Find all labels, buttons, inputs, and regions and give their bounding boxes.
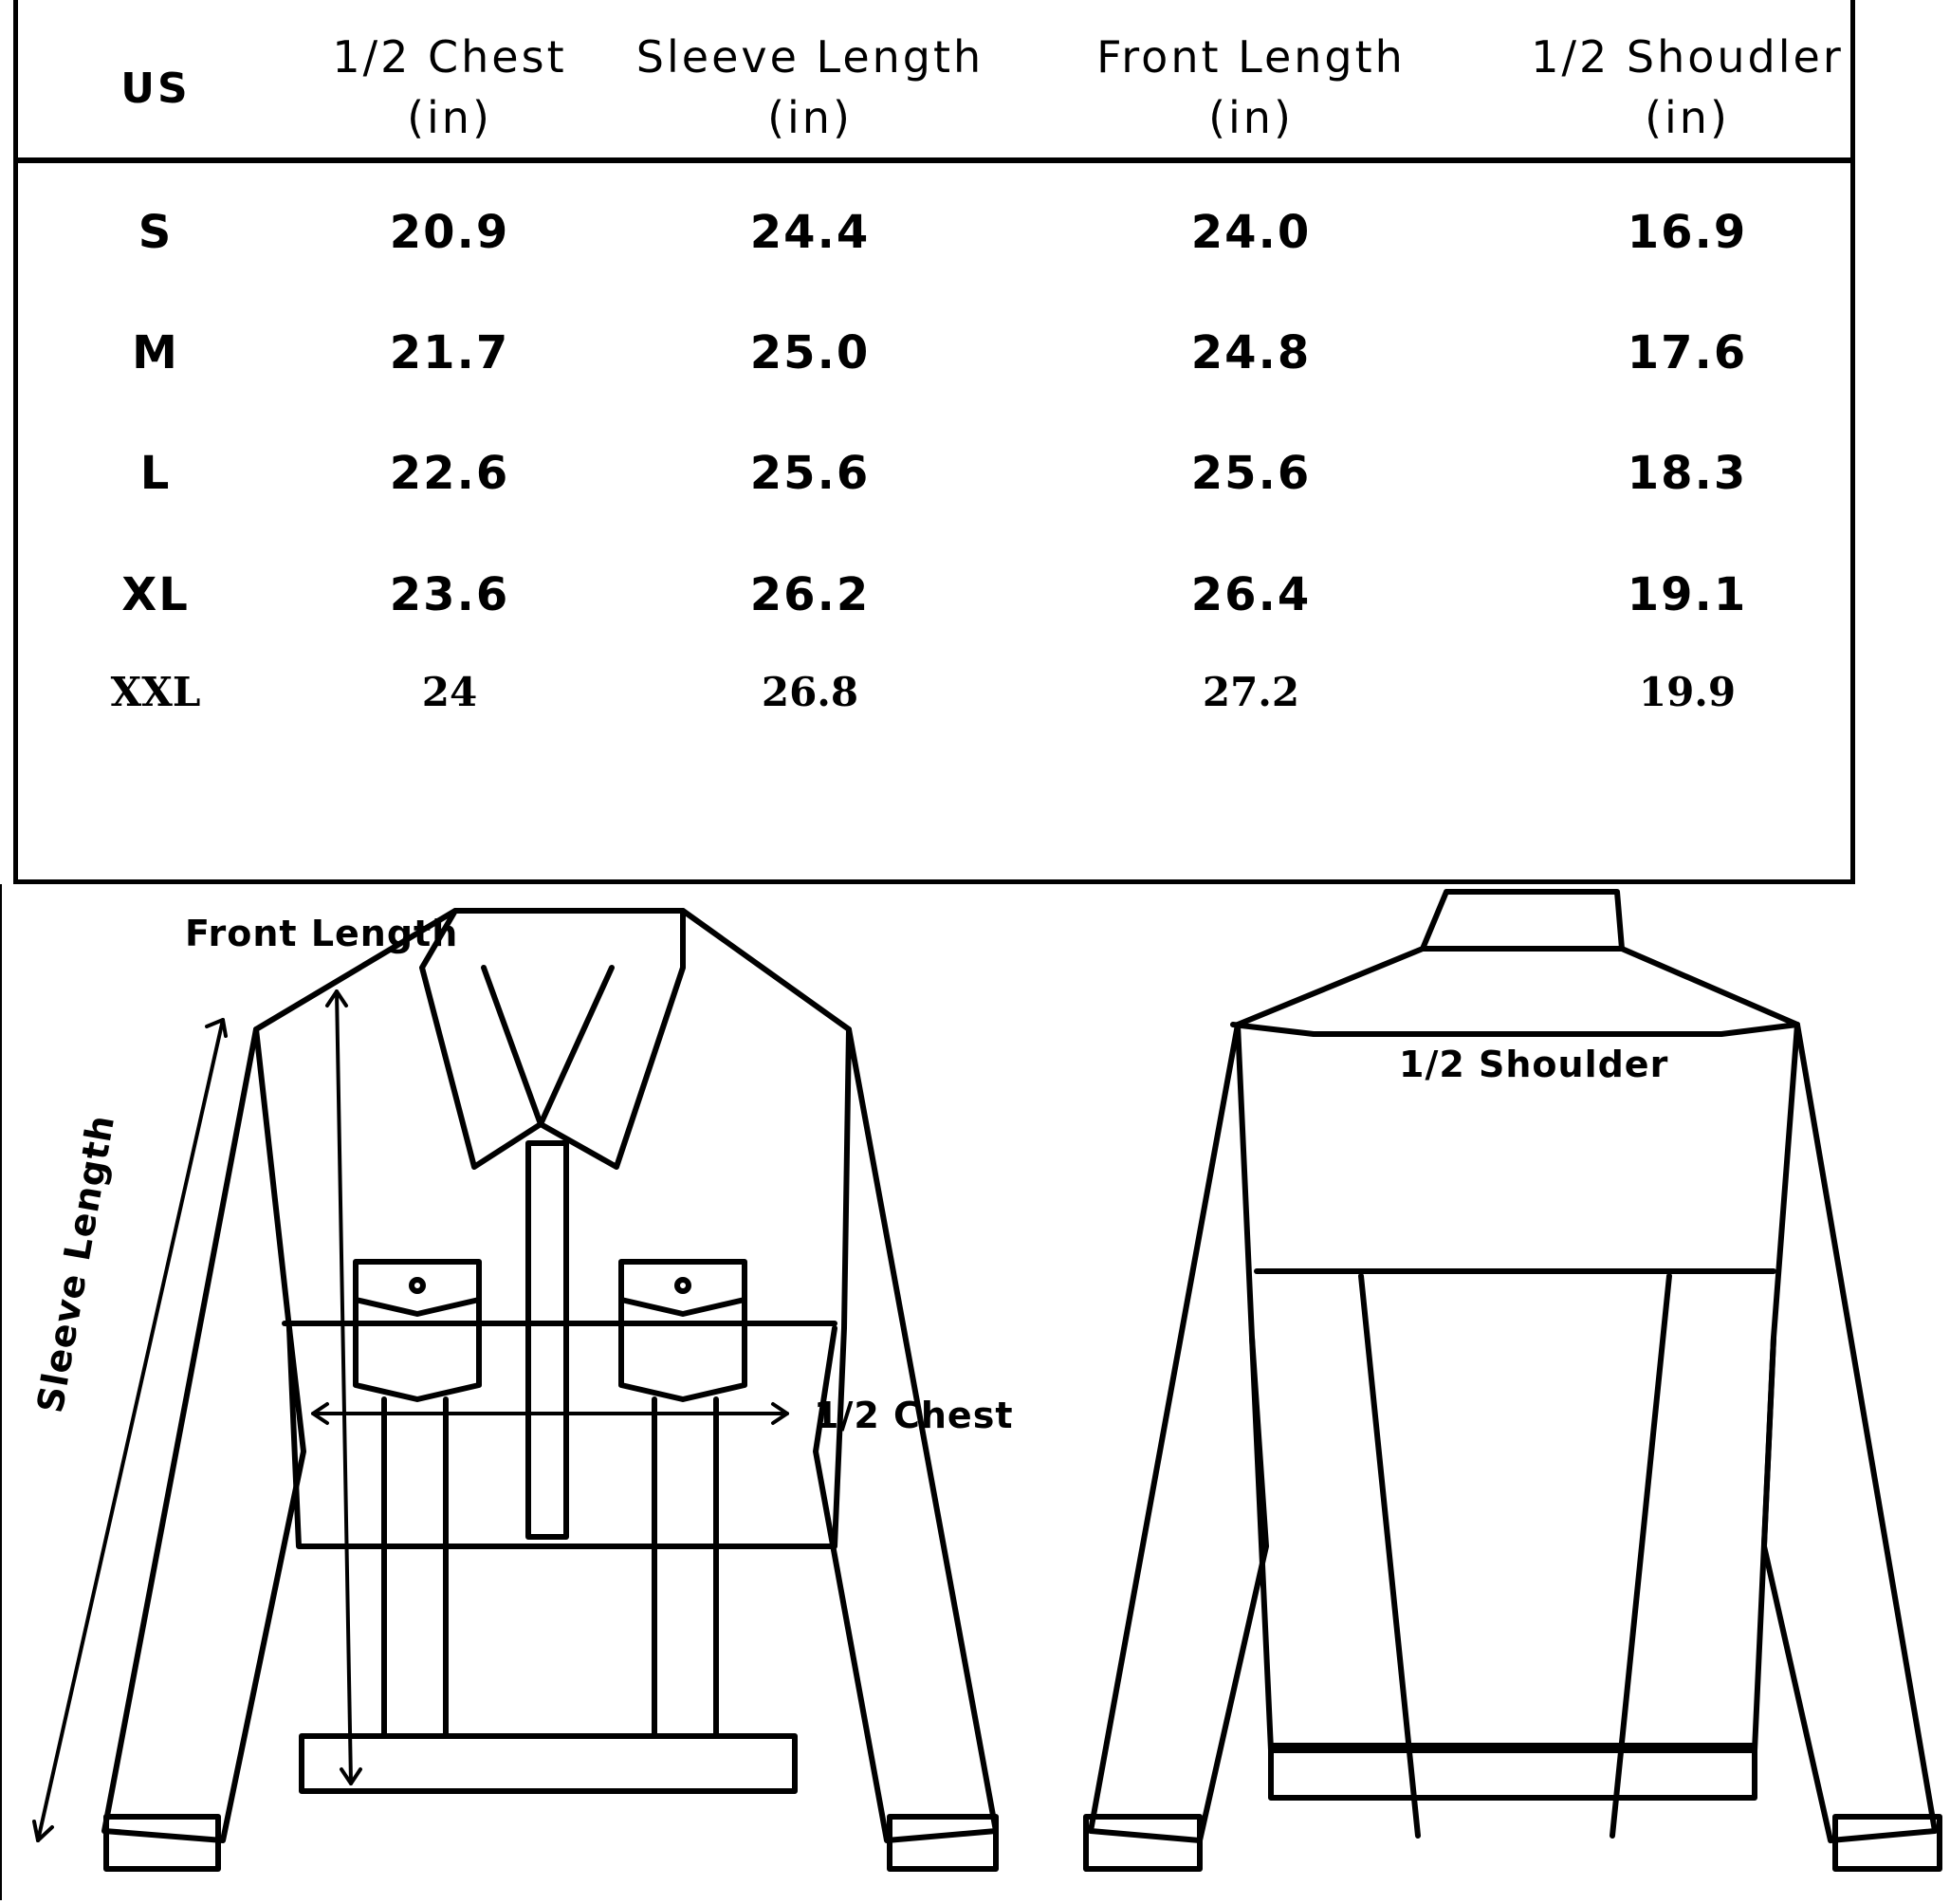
back-collar bbox=[1420, 889, 1625, 952]
shoulder-label: 1/2 Shoulder bbox=[1399, 1044, 1669, 1085]
size-cell: L bbox=[139, 447, 172, 500]
chest-label: 1/2 Chest bbox=[814, 1395, 1014, 1436]
back-center-panel-seams bbox=[1358, 1273, 1672, 1839]
sleeve-cell: 24.4 bbox=[749, 206, 871, 259]
shoulder-cell: 17.6 bbox=[1627, 326, 1748, 379]
back-left-cuff bbox=[1083, 1814, 1203, 1872]
header-sleeve-length: Sleeve Length(in) bbox=[635, 31, 984, 143]
left-sleeve-outline bbox=[101, 1026, 306, 1843]
header-half-chest: 1/2 Chest(in) bbox=[332, 31, 567, 143]
chest-cell: 23.6 bbox=[389, 568, 510, 621]
jacket-drawings bbox=[32, 889, 1942, 1872]
front-collar bbox=[419, 908, 686, 1170]
collar-v-neck bbox=[481, 965, 615, 1127]
right-cuff bbox=[887, 1814, 999, 1872]
size-cell: XL bbox=[121, 568, 190, 621]
table-row: M 21.7 25.0 24.8 17.6 bbox=[18, 320, 1850, 386]
table-header-row: US 1/2 Chest(in) Sleeve Length(in) Front… bbox=[18, 0, 1850, 163]
chest-cell: 24 bbox=[421, 669, 478, 715]
header-us: US bbox=[120, 65, 191, 113]
table-row: XL 23.6 26.2 26.4 19.1 bbox=[18, 562, 1850, 628]
left-cuff bbox=[103, 1814, 221, 1872]
shoulder-cell: 16.9 bbox=[1627, 206, 1748, 259]
front-length-cell: 27.2 bbox=[1202, 669, 1300, 715]
chest-cell: 21.7 bbox=[389, 326, 510, 379]
back-left-sleeve bbox=[1088, 1022, 1269, 1843]
table-row: XXL 24 26.8 27.2 19.9 bbox=[18, 659, 1850, 726]
shoulder-cell: 18.3 bbox=[1627, 447, 1748, 500]
left-pocket-button bbox=[409, 1277, 426, 1294]
page-left-edge bbox=[0, 884, 2, 1900]
table-row: S 20.9 24.4 24.0 16.9 bbox=[18, 199, 1850, 266]
chest-cell: 20.9 bbox=[389, 206, 510, 259]
size-cell: S bbox=[138, 206, 174, 259]
sleeve-cell: 26.8 bbox=[761, 669, 859, 715]
front-body-outline bbox=[253, 908, 852, 1549]
sleeve-length-arrowheads bbox=[32, 1018, 228, 1842]
sleeve-cell: 25.6 bbox=[749, 447, 871, 500]
left-pocket-flap bbox=[353, 1297, 482, 1317]
left-chest-pocket bbox=[353, 1259, 482, 1402]
front-length-arrowheads bbox=[325, 989, 362, 1785]
header-front-length: Front Length(in) bbox=[1096, 31, 1406, 143]
jacket-back-view bbox=[1083, 889, 1942, 1872]
chest-arrowheads bbox=[311, 1402, 789, 1425]
jacket-front-view bbox=[32, 908, 999, 1872]
table-row: L 22.6 25.6 25.6 18.3 bbox=[18, 440, 1850, 507]
front-length-measure-line bbox=[335, 989, 353, 1785]
sleeve-cell: 25.0 bbox=[749, 326, 871, 379]
front-length-cell: 26.4 bbox=[1190, 568, 1312, 621]
right-pocket-button bbox=[674, 1277, 691, 1294]
front-placket bbox=[525, 1140, 569, 1540]
front-length-label: Front Length bbox=[185, 913, 459, 954]
sleeve-cell: 26.2 bbox=[749, 568, 871, 621]
shoulder-cell: 19.1 bbox=[1627, 568, 1748, 621]
front-length-cell: 25.6 bbox=[1190, 447, 1312, 500]
chest-cell: 22.6 bbox=[389, 447, 510, 500]
size-chart-table: US 1/2 Chest(in) Sleeve Length(in) Front… bbox=[13, 0, 1855, 884]
front-waistband bbox=[299, 1733, 798, 1794]
back-right-sleeve bbox=[1761, 1022, 1938, 1843]
size-cell: XXL bbox=[110, 669, 201, 715]
back-right-cuff bbox=[1832, 1814, 1942, 1872]
header-half-shoulder: 1/2 Shoudler(in) bbox=[1531, 31, 1844, 143]
back-shoulder-line bbox=[1230, 1022, 1800, 1037]
shoulder-cell: 19.9 bbox=[1638, 669, 1737, 715]
back-waistband bbox=[1268, 1743, 1757, 1801]
size-cell: M bbox=[132, 326, 179, 379]
sleeve-length-measure-line bbox=[36, 1018, 225, 1842]
right-pocket-flap bbox=[618, 1297, 747, 1317]
front-panel-seams bbox=[381, 1396, 719, 1739]
right-chest-pocket bbox=[618, 1259, 747, 1402]
front-length-cell: 24.0 bbox=[1190, 206, 1312, 259]
jacket-measurement-diagram: Front Length Sleeve Length 1/2 Chest 1/2… bbox=[0, 882, 1950, 1900]
front-length-cell: 24.8 bbox=[1190, 326, 1312, 379]
